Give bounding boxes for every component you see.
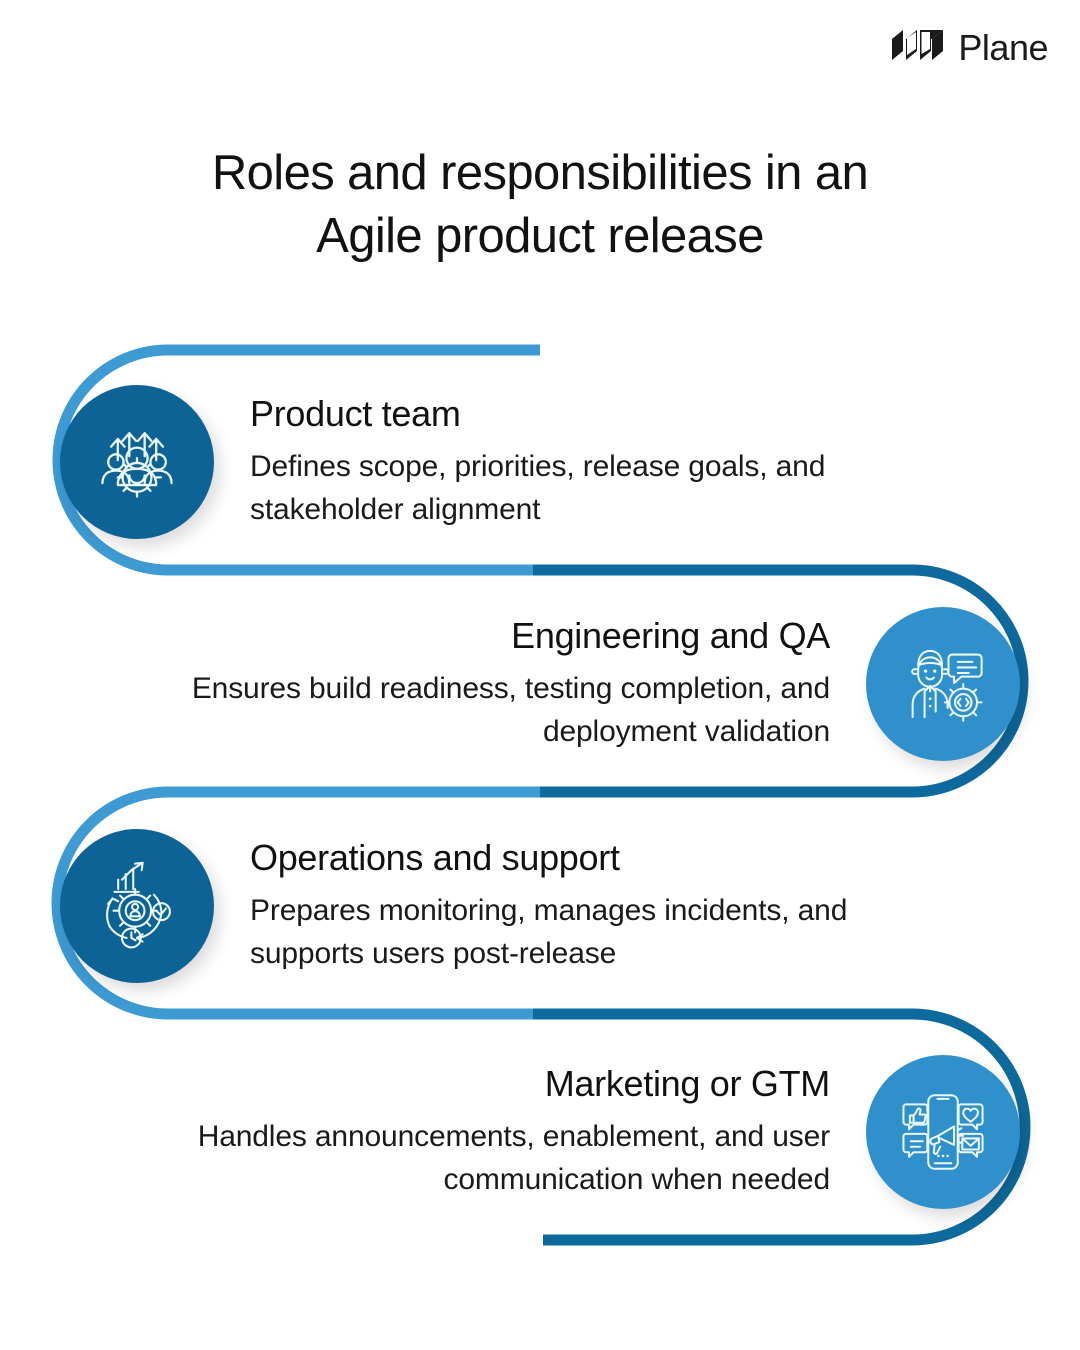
row-heading: Engineering and QA (511, 614, 830, 656)
row-heading: Marketing or GTM (544, 1062, 831, 1104)
phone-megaphone-social-icon (866, 1055, 1020, 1209)
icon-wrap-marketing-or-gtm (866, 1055, 1020, 1209)
team-growth-gear-icon (60, 385, 214, 539)
texts-operations-and-support: Operations and support Prepares monitori… (214, 837, 960, 976)
brand-logo: Plane (890, 28, 1048, 67)
page-title: Roles and responsibilities in an Agile p… (0, 142, 1080, 267)
operations-gear-chart-clock-icon (60, 829, 214, 983)
brand-name: Plane (958, 26, 1048, 68)
page-title-line-1: Roles and responsibilities in an (211, 146, 869, 200)
row-heading: Operations and support (250, 836, 620, 878)
icon-wrap-engineering-and-qa (866, 607, 1020, 761)
page-title-line-2: Agile product release (316, 208, 764, 263)
row-body: Ensures build readiness, testing complet… (191, 672, 830, 748)
plane-logo-icon (890, 28, 946, 67)
texts-engineering-and-qa: Engineering and QA Ensures build readine… (120, 615, 866, 754)
developer-chat-code-gear-icon (866, 607, 1020, 761)
row-body: Defines scope, priorities, release goals… (250, 450, 826, 526)
row-operations-and-support: Operations and support Prepares monitori… (60, 822, 960, 990)
row-product-team: Product team Defines scope, priorities, … (60, 378, 960, 546)
texts-marketing-or-gtm: Marketing or GTM Handles announcements, … (120, 1063, 866, 1202)
texts-product-team: Product team Defines scope, priorities, … (214, 393, 960, 532)
row-heading: Product team (250, 392, 461, 434)
row-body: Handles announcements, enablement, and u… (197, 1120, 830, 1196)
row-body: Prepares monitoring, manages incidents, … (250, 894, 848, 970)
icon-wrap-operations-and-support (60, 829, 214, 983)
icon-wrap-product-team (60, 385, 214, 539)
row-marketing-or-gtm: Marketing or GTM Handles announcements, … (120, 1048, 1020, 1216)
row-engineering-and-qa: Engineering and QA Ensures build readine… (120, 600, 1020, 768)
